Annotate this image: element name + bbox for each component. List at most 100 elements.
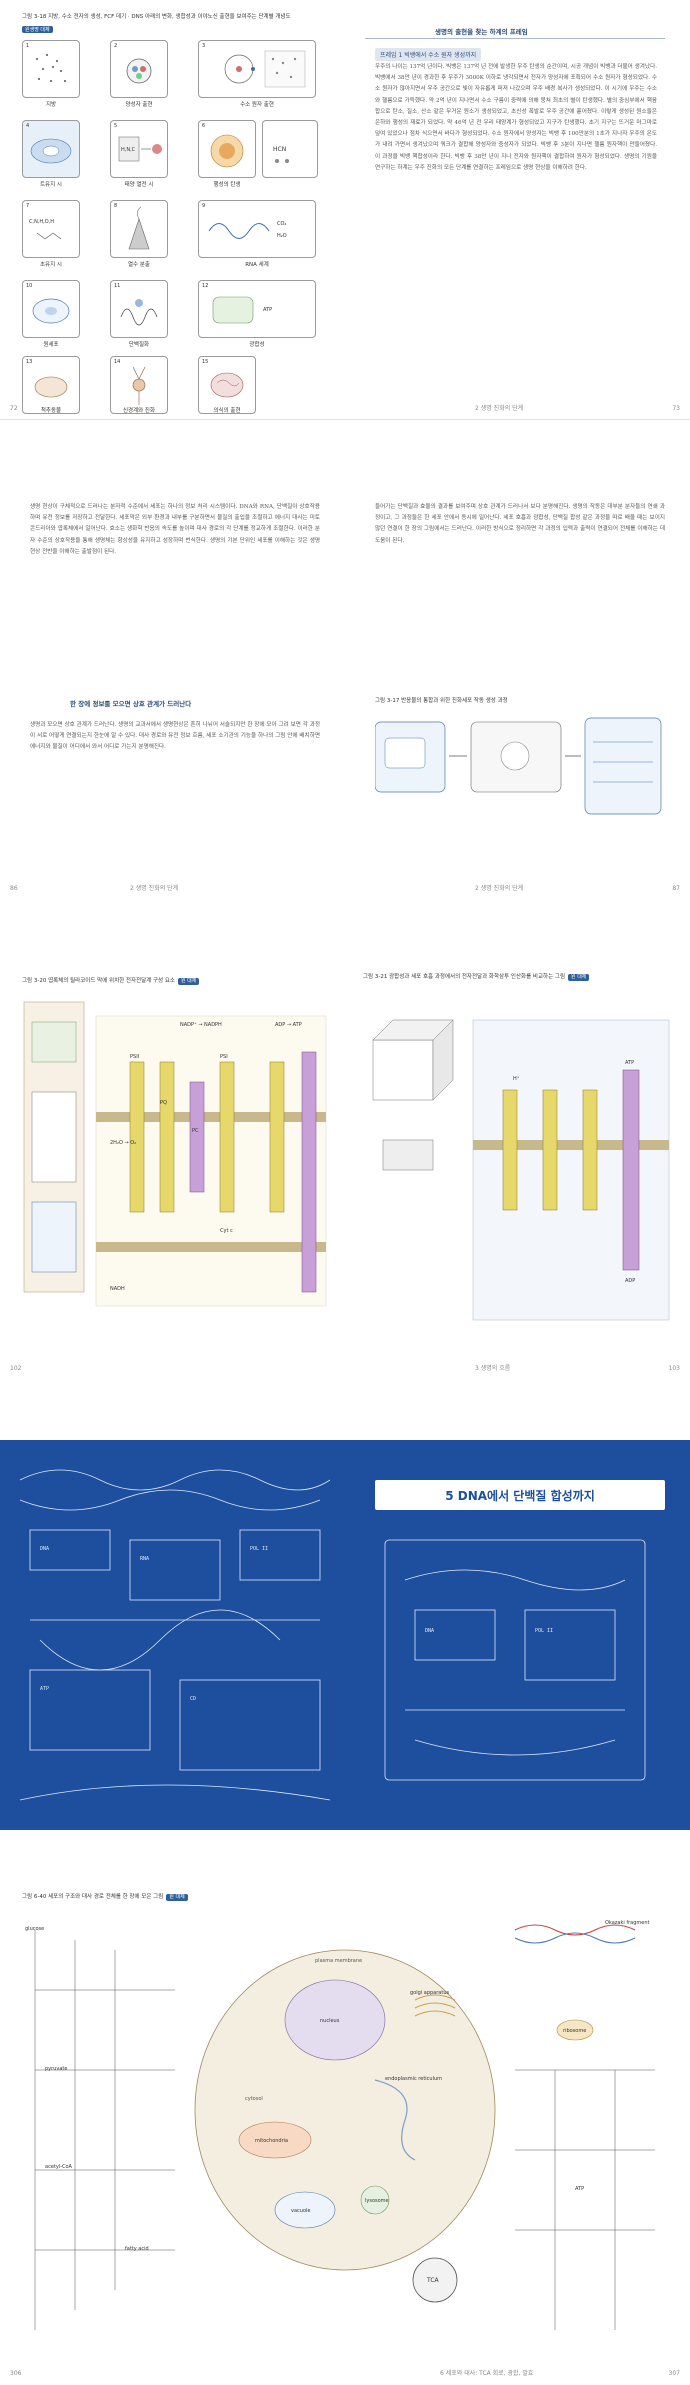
golgi-label: golgi apparatus [410,1990,449,1996]
okazaki-label: Okazaki fragment [605,1920,650,1926]
pq-label: PQ [160,1100,167,1106]
cell-process-diagram [375,717,662,815]
page-87: 들어가는 단백질과 효율의 결과를 보여주며 상호 관계가 드러나서 보다 분명… [345,480,690,900]
pyruvate-label: pyruvate [45,2066,67,2072]
stage-5-label: 태양 열전 시 [124,182,154,188]
page-73: 생명의 출현을 찾는 하계의 프레임 프레임 1 빅뱅에서 수소 원자 생성까지… [345,0,690,420]
body-text: 들어가는 단백질과 효율의 결과를 보여주며 상호 관계가 드러나서 보다 분명… [375,504,665,544]
running-footer: 3 생명의 흐름 [475,1365,511,1372]
running-footer: 2 생명 진화의 단계 [130,885,179,892]
element-text: H,N,C [121,147,136,153]
stage-8-label: 열수 분출 [128,262,150,268]
stage-15-panel: 15 [198,356,256,414]
figure-caption: 그림 3-18 지방, 수소 전자의 생성, FCF 데기 · DNS 아래의 … [22,14,291,20]
page-72: 그림 3-18 지방, 수소 전자의 생성, FCF 데기 · DNS 아래의 … [0,0,345,420]
stage-12-label: 광합성 [249,342,265,348]
stage-13-panel: 13 [22,356,80,414]
stage-15-label: 의식의 출현 [213,408,241,414]
proton-icon [126,58,152,84]
brain-icon [210,372,244,398]
figure-badge: 원 대체 [568,974,590,981]
glucose-label: glucose [25,1926,44,1932]
stage-3-label: 수소 원자 출현 [240,102,274,108]
tca-label: TCA [426,2277,440,2284]
spread-1: 그림 3-18 지방, 수소 전자의 생성, FCF 데기 · DNS 아래의 … [0,0,690,420]
stage-14-panel: 14 [110,356,168,414]
atp-label: ATP [625,1060,634,1066]
stage-4-panel: 4 [22,120,80,178]
nucleus-label: nucleus [320,2018,340,2024]
atp-map-label: ATP [575,2186,584,2192]
rna-chalk-label: RNA [140,1556,149,1562]
spread-2: 생명 현상이 구체적으로 드러나는 분자적 수준에서 세포는 하나의 정보 처리… [0,480,690,900]
atp-label: ADP → ATP [275,1022,302,1028]
planet-icon [210,134,244,168]
membrane-label: plasma membrane [315,1958,362,1964]
pol-chalk-label: POL II [250,1546,268,1552]
page-86: 생명 현상이 구체적으로 드러나는 분자적 수준에서 세포는 하나의 정보 처리… [0,480,345,900]
dna-chalk-label-2: DNA [425,1628,434,1634]
stage-6-panel: 6 [198,120,256,178]
stage-7-label: 초유지 시 [40,262,62,268]
stage-7-panel: 7 C,N,H,O,H [22,200,80,258]
chalkboard-left-drawing: DNA RNA POL II ATP CD [19,1469,331,1801]
organic-molecules-icon: C,N,H,O,H [29,219,62,240]
stage-6-label: 행성의 탄생 [213,182,241,188]
nadph-label: NADP⁺ → NADPH [180,1022,222,1028]
cnho-text: C,N,H,O,H [29,219,54,225]
chemiosmosis-comparison-diagram: ATP ADP H⁺ [372,1019,670,1321]
stage-10-label: 원세포 [43,342,59,348]
stage-3-panel: 3 [198,40,316,98]
protocell-icon [32,298,70,324]
stage-10-panel: 10 [22,280,80,338]
figure-badge: 원생명 대체 [22,26,53,33]
running-footer: 2 생명 진화의 단계 [475,405,524,412]
stage-9-label: RNA 세계 [245,262,269,268]
rna-world-icon: CO₂ H₂O [208,221,287,239]
body-text: 우주의 나이는 137억 년이다. 빅뱅은 137억 년 전에 발생한 우주 탄… [375,64,657,171]
heading-rule [365,38,665,39]
cytosol-label: cytosol [245,2096,263,2102]
fatty-acid-label: fatty acid [125,2246,149,2252]
stage-8-panel: 8 [110,200,168,258]
chalkboard-right-drawing: DNA POL II [384,1539,646,1781]
figure-badge: 원 대체 [166,1894,188,1901]
page-number: 87 [672,885,680,892]
cytc-label: Cyt c [220,1228,233,1234]
ribosome-label: ribosome [563,2028,586,2034]
er-label: endoplasmic reticulum [385,2076,442,2082]
dna-chalk-label: DNA [40,1546,49,1552]
element-fusion-icon: H,N,C [118,136,162,162]
stage-5-panel: 5 H,N,C [110,120,168,178]
stage-2-label: 양성자 출현 [125,102,153,108]
body-text-top: 생명 현상이 구체적으로 드러나는 분자적 수준에서 세포는 하나의 정보 처리… [30,504,320,555]
psii-label: PSII [130,1054,139,1060]
psi-label: PSI [220,1054,228,1060]
stage-6b-panel: HCN [262,120,318,178]
running-footer: 6 세포와 대사: TCA 회로, 광합, 발효 [440,2370,534,2377]
cell-metabolism-map: glucose pyruvate acetyl-CoA fatty acid p… [25,1920,655,2330]
hcn-text: HCN [273,146,286,153]
atp-text: ATP [263,307,272,313]
thylakoid-electron-transport-diagram: NADP⁺ → NADPH ADP → ATP PSI PSII PC PQ 2… [23,1001,327,1307]
water-split-label: 2H₂O → O₂ [110,1140,136,1146]
body-text-bottom: 생명과 모으면 상호 관계가 드러난다. 생명의 교과서에서 생명현상은 흔히 … [30,722,320,751]
galaxy-icon [30,138,72,164]
vacuole-label: vacuole [291,2208,310,2214]
proton-label: H⁺ [513,1076,520,1082]
pc-label: PC [192,1128,199,1134]
stage-1-panel: 1 [22,40,80,98]
stage-11-panel: 11 [110,280,168,338]
figure-caption: 그림 3-17 반응물의 통합과 위한 진화세포 작동 생성 과정 [375,698,508,704]
big-bang-icon [36,54,66,82]
section-heading: 생명의 출현을 찾는 하계의 프레임 [435,28,528,36]
page-number: 73 [672,405,680,412]
page-103: 그림 3-21 광합성과 세포 호흡 과정에서의 전자전달과 화학삼투 인산화를… [345,960,690,1380]
frame-box-header: 프레임 1 빅뱅에서 수소 원자 생성까지 [375,48,482,61]
atp-chalk-label: ATP [40,1686,49,1692]
